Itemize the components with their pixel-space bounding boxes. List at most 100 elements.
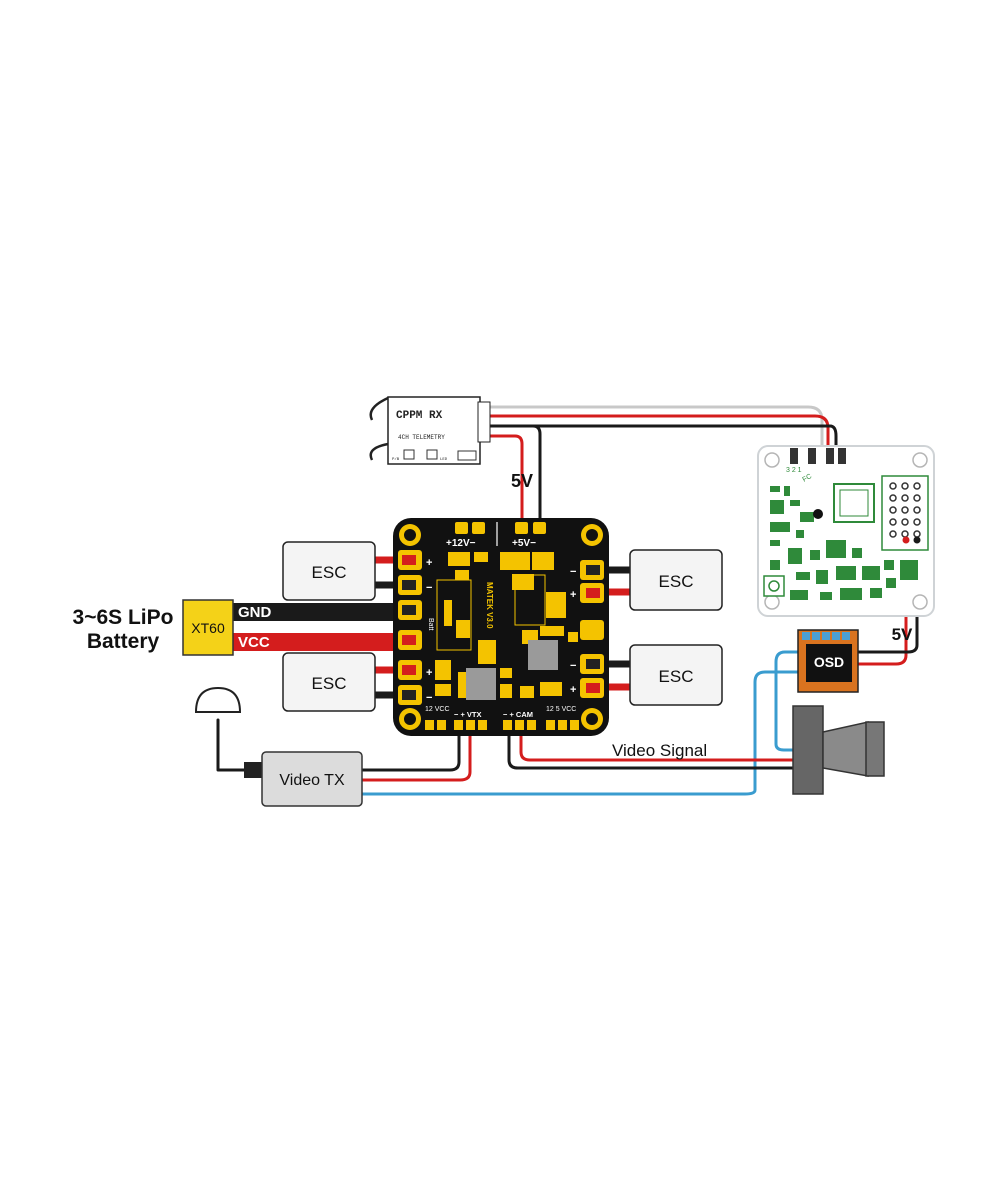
fc-mount-hole (912, 594, 928, 610)
vtx-power-black-wire (360, 723, 461, 772)
camera (792, 705, 885, 795)
osd-module: OSD (797, 629, 859, 693)
esc-bottom-right (629, 644, 723, 706)
rx-power-label: 5V (511, 471, 533, 491)
pdb-12vcc-right: 12 5 VCC (546, 706, 576, 713)
osd-pins (802, 632, 850, 640)
rx-antenna-left-2 (369, 442, 389, 461)
fc-pad-black (913, 536, 921, 544)
fc-buzzer (813, 509, 823, 519)
esc-bottom-right-label: ESC (659, 667, 694, 686)
vtx-power-red-wire (360, 723, 472, 782)
pdb-mount-hole (586, 713, 598, 725)
battery-subtitle: Battery (87, 630, 160, 653)
camera-body (792, 705, 824, 795)
fc-pad-red (902, 536, 910, 544)
fc-osd-power-label: 5V (892, 625, 913, 644)
pdb-12v-label: +12V− (446, 538, 476, 549)
battery-gnd-wire (232, 603, 410, 621)
pdb-minus: − (570, 566, 576, 578)
rx-led (426, 449, 438, 460)
pdb-minus: − (426, 692, 432, 704)
antenna-dome (194, 686, 242, 713)
rx-signal-gray-wire (488, 405, 824, 467)
pdb-minus: − (426, 582, 432, 594)
vtx-connector (244, 762, 262, 778)
fc-components (770, 486, 918, 600)
rx-pin-a: P/B (392, 457, 400, 462)
pdb-body (393, 518, 609, 736)
fc-silk: FC (802, 473, 814, 484)
battery: 3~6S LiPo Battery XT60 GND VCC (73, 599, 272, 656)
fc-top-header (790, 448, 846, 464)
pdb-12vcc-left: 12 VCC (425, 706, 450, 713)
vtx-label: Video TX (279, 772, 345, 789)
camera-lens (822, 721, 869, 777)
pdb-plus: + (570, 589, 576, 601)
vcc-label: VCC (238, 634, 270, 651)
video-transmitter: Video TX (194, 686, 363, 807)
gnd-label: GND (238, 604, 272, 621)
pdb-plus: + (426, 557, 432, 569)
cam-red-wire (519, 723, 795, 762)
pdb-components (435, 552, 578, 698)
osd-label: OSD (814, 654, 844, 670)
esc-bottom-left-label: ESC (312, 674, 347, 693)
fc-mount-hole (764, 452, 780, 468)
rx-antenna-left (369, 396, 389, 421)
pdb-cam-label: − + CAM (503, 710, 533, 719)
pdb-plus: + (570, 684, 576, 696)
power-distribution-board: + − + − − + − + +12V− +5V− (393, 518, 609, 736)
fc-mount-hole (912, 452, 928, 468)
rx-button (403, 449, 415, 460)
fc-button-cap (768, 580, 780, 592)
pdb-mount-hole (404, 713, 416, 725)
pdb-outline-2 (514, 574, 546, 626)
fc-mcu-core (839, 489, 869, 517)
pdb-brand: MATEK V3.0 (485, 582, 494, 629)
rx-signal-black-wire (488, 424, 838, 467)
pdb-batt-label: Batt (427, 618, 434, 631)
battery-vcc-wire (232, 633, 410, 651)
esc-top-right-label: ESC (659, 572, 694, 591)
rx-signal-red-wire (488, 414, 830, 467)
pdb-top-pads (455, 522, 546, 534)
esc-bottom-left (282, 652, 376, 712)
xt60-connector (182, 599, 234, 656)
pdb-plus: + (426, 667, 432, 679)
esc-top-left (282, 541, 376, 601)
pdb-chip (528, 640, 558, 670)
video-signal-label: Video Signal (612, 741, 707, 760)
receiver: CPPM RX 4CH TELEMETRY P/B LED 5V (369, 396, 533, 491)
osd-chip (806, 644, 852, 682)
rx-pin-b: LED (440, 458, 448, 462)
pdb-outline (436, 579, 472, 651)
flight-controller: 3 2 1 FC 5V (757, 445, 935, 644)
pdb-5v-label: +5V− (512, 538, 536, 549)
pdb-minus: − (570, 660, 576, 672)
rx-plug (457, 450, 477, 461)
fc-osd-black-wire (856, 538, 919, 654)
fc-button (763, 575, 785, 597)
osd-camera-blue-wire-a (774, 650, 800, 752)
antenna-cable (216, 718, 250, 772)
xt60-label: XT60 (191, 620, 225, 636)
fc-pin-labels: 3 2 1 (786, 467, 802, 474)
vtx-body (261, 751, 363, 807)
osd-camera-blue-wire-b (360, 670, 800, 796)
esc-top-left-label: ESC (312, 563, 347, 582)
battery-title: 3~6S LiPo (73, 606, 174, 629)
pdb-chip-2 (466, 668, 496, 700)
esc-boxes: ESC ESC ESC ESC (282, 541, 723, 712)
cam-black-wire (507, 723, 795, 770)
pdb-mount-hole (404, 529, 416, 541)
rx-subtitle: 4CH TELEMETRY (398, 434, 445, 441)
rx-pin-header (477, 401, 491, 443)
pdb-vtx-label: − + VTX (454, 710, 482, 719)
rx-power-black-wire (488, 424, 542, 530)
pdb-mount-hole (586, 529, 598, 541)
rx-title: CPPM RX (396, 410, 443, 422)
fc-osd-red-wire (856, 538, 908, 666)
